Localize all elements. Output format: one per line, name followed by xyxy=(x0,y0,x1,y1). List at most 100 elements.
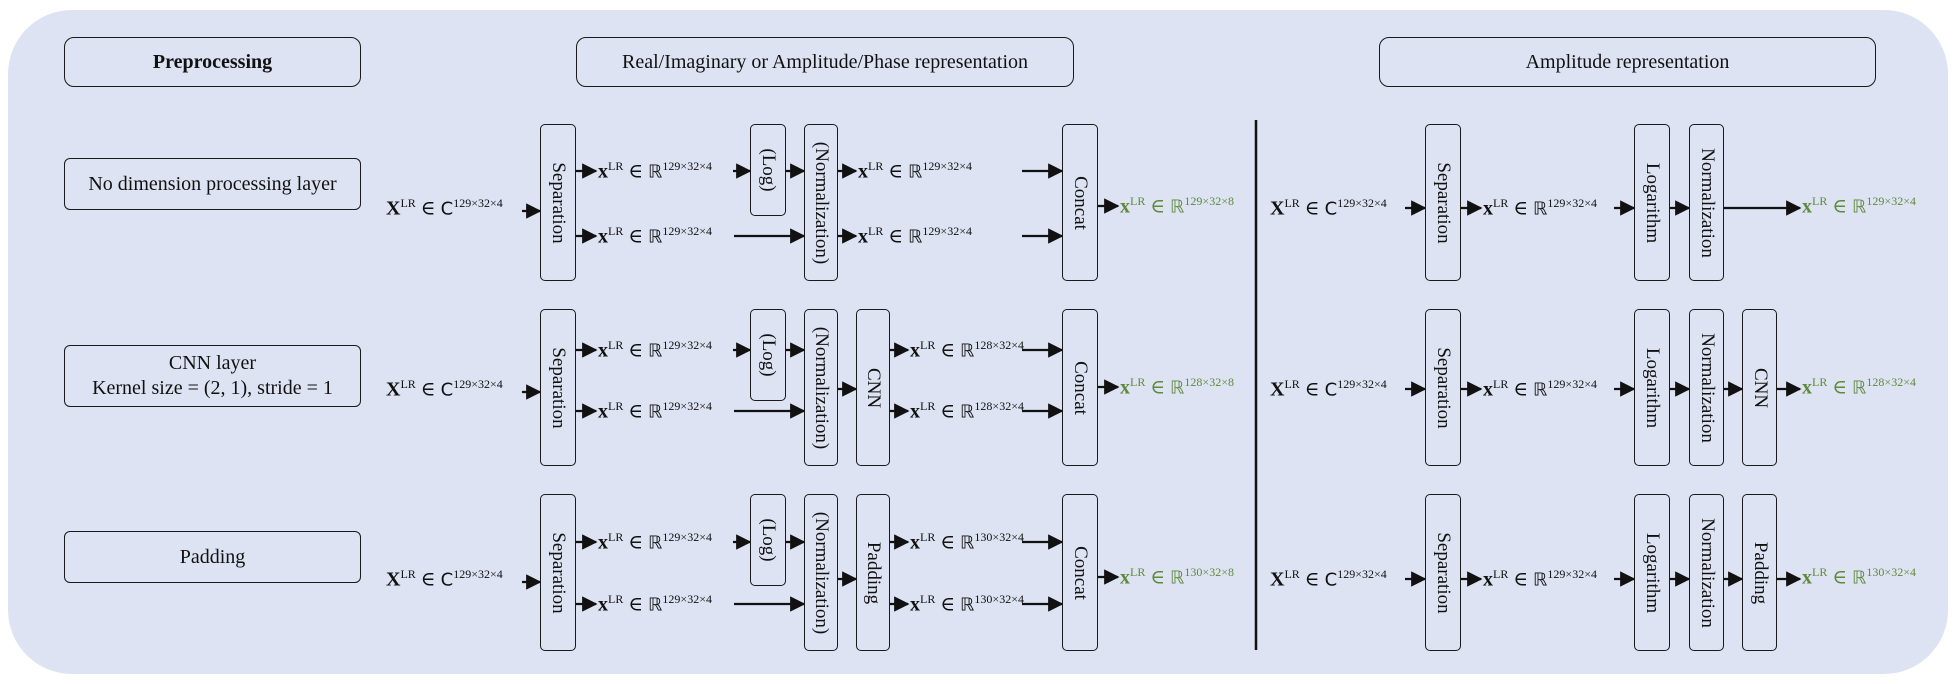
processed-label-top: xLR ∈ ℝ128×32×4 xyxy=(910,338,1024,363)
cnn-block: CNN xyxy=(856,309,890,466)
dimensions: 129×32×4 xyxy=(662,529,712,544)
element-of: ∈ xyxy=(1299,197,1325,220)
superscript: LR xyxy=(920,337,936,352)
separation-block-label: Separation xyxy=(548,531,569,614)
superscript: LR xyxy=(868,158,884,173)
superscript: LR xyxy=(608,223,624,238)
symbol: x xyxy=(598,400,608,423)
symbol: x xyxy=(1802,376,1812,399)
row-label-3: Padding xyxy=(64,531,361,583)
set-symbol: ℝ xyxy=(648,340,663,362)
symbol: x xyxy=(910,339,920,362)
logarithm-block: Logarithm xyxy=(1634,309,1670,466)
dimensions: 129×32×4 xyxy=(453,195,503,210)
dimensions: 130×32×4 xyxy=(974,529,1024,544)
concat-block-label: Concat xyxy=(1070,360,1091,415)
superscript: LR xyxy=(608,398,624,413)
separation-block-amp-label: Separation xyxy=(1433,346,1454,429)
superscript: LR xyxy=(608,337,624,352)
element-of: ∈ xyxy=(1508,568,1534,591)
row-label-3-text: Padding xyxy=(180,545,246,570)
processed-label-bottom: xLR ∈ ℝ128×32×4 xyxy=(910,399,1024,424)
logarithm-block-label: Logarithm xyxy=(1642,162,1663,243)
element-of: ∈ xyxy=(883,160,909,183)
element-of: ∈ xyxy=(883,225,909,248)
set-symbol: ℝ xyxy=(648,161,663,183)
output-label-amp: xLR ∈ ℝ129×32×4 xyxy=(1802,194,1916,219)
dimensions: 129×32×8 xyxy=(1184,193,1234,208)
set-symbol: ℝ xyxy=(1533,198,1548,220)
header-preprocessing: Preprocessing xyxy=(64,37,361,87)
set-symbol: C xyxy=(440,198,454,220)
element-of: ∈ xyxy=(935,593,961,616)
symbol: X xyxy=(1270,197,1285,220)
set-symbol: ℝ xyxy=(1852,196,1867,218)
symbol: X xyxy=(1270,378,1285,401)
symbol: x xyxy=(598,531,608,554)
padding-block: Padding xyxy=(856,494,890,651)
symbol: x xyxy=(598,225,608,248)
superscript: LR xyxy=(608,158,624,173)
element-of: ∈ xyxy=(1145,376,1171,399)
set-symbol: C xyxy=(1324,379,1338,401)
logarithm-block-label: Logarithm xyxy=(1642,347,1663,428)
set-symbol: C xyxy=(440,379,454,401)
dimensions: 130×32×4 xyxy=(1866,564,1916,579)
element-of: ∈ xyxy=(623,593,649,616)
symbol: x xyxy=(910,400,920,423)
processed-label-top: xLR ∈ ℝ130×32×4 xyxy=(910,530,1024,555)
set-symbol: ℝ xyxy=(648,532,663,554)
set-symbol: ℝ xyxy=(1170,567,1185,589)
dimensions: 129×32×4 xyxy=(1337,376,1387,391)
header-complex-representation-line: Real/Imaginary or Amplitude/Phase repres… xyxy=(622,50,1028,73)
branch-label-top: xLR ∈ ℝ129×32×4 xyxy=(598,338,712,363)
superscript: LR xyxy=(1284,195,1300,210)
dimensions: 130×32×8 xyxy=(1184,564,1234,579)
element-of: ∈ xyxy=(415,197,441,220)
set-symbol: ℝ xyxy=(648,401,663,423)
symbol: x xyxy=(1120,376,1130,399)
header-complex-representation: Real/Imaginary or Amplitude/Phase repres… xyxy=(576,37,1074,87)
row-label-2-line: CNN layer xyxy=(168,352,257,374)
set-symbol: ℝ xyxy=(1533,569,1548,591)
dimensions: 129×32×4 xyxy=(453,376,503,391)
dimensions: 129×32×4 xyxy=(662,398,712,413)
separation-block-label: Separation xyxy=(548,346,569,429)
input-label: XLR ∈ C129×32×4 xyxy=(386,196,503,221)
branch-label-bottom: xLR ∈ ℝ129×32×4 xyxy=(598,592,712,617)
set-symbol: ℝ xyxy=(1533,379,1548,401)
processed-label-bottom: xLR ∈ ℝ130×32×4 xyxy=(910,592,1024,617)
normalization-block-label: Normalization xyxy=(1696,147,1718,258)
set-symbol: ℝ xyxy=(648,226,663,248)
header-complex-representation-text: Real/Imaginary or Amplitude/Phase repres… xyxy=(622,50,1028,75)
row-label-1: No dimension processing layer xyxy=(64,158,361,210)
symbol: x xyxy=(1120,195,1130,218)
input-label-amp: XLR ∈ C129×32×4 xyxy=(1270,567,1387,592)
symbol: x xyxy=(858,160,868,183)
input-label: XLR ∈ C129×32×4 xyxy=(386,377,503,402)
symbol: x xyxy=(910,593,920,616)
padding-block-label: Padding xyxy=(863,541,884,604)
logarithm-block: Logarithm xyxy=(1634,124,1670,281)
set-symbol: C xyxy=(440,569,454,591)
cnn-block-amp: CNN xyxy=(1742,309,1777,466)
superscript: LR xyxy=(1493,566,1509,581)
element-of: ∈ xyxy=(623,225,649,248)
dimensions: 128×32×4 xyxy=(974,337,1024,352)
normalization-block-label: Normalization xyxy=(1696,332,1718,443)
element-of: ∈ xyxy=(1508,378,1534,401)
separation-block-amp: Separation xyxy=(1425,494,1461,651)
normalization-block-label: Normalization xyxy=(1696,517,1718,628)
superscript: LR xyxy=(920,398,936,413)
row-label-1-line: No dimension processing layer xyxy=(88,172,337,195)
dimensions: 129×32×4 xyxy=(1337,566,1387,581)
set-symbol: ℝ xyxy=(1170,377,1185,399)
set-symbol: ℝ xyxy=(960,401,975,423)
dimensions: 128×32×4 xyxy=(974,398,1024,413)
element-of: ∈ xyxy=(623,400,649,423)
superscript: LR xyxy=(1812,564,1828,579)
normalization-block-optional: (Normalization) xyxy=(804,309,838,466)
amp-label: xLR ∈ ℝ129×32×4 xyxy=(1483,567,1597,592)
